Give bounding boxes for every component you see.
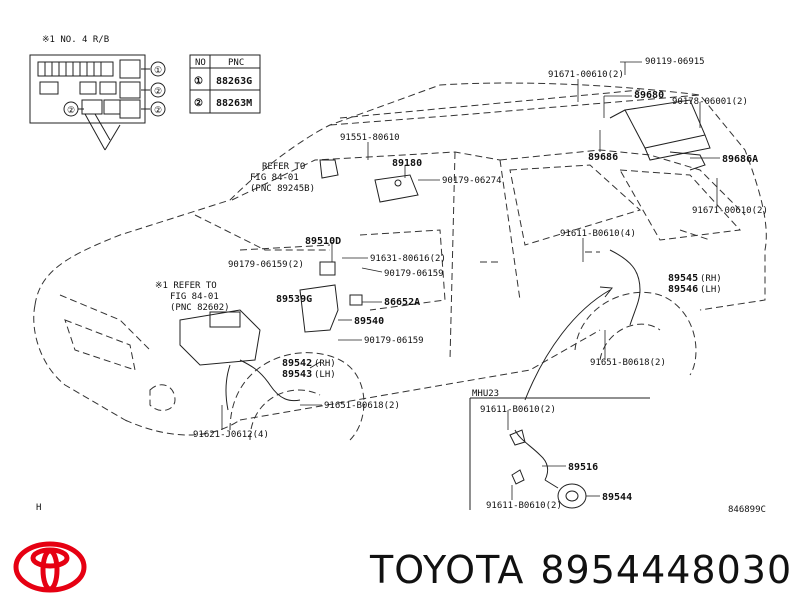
refer-note-line: REFER TO — [262, 162, 305, 172]
callout-label: 91651-B0618(2) — [590, 358, 666, 368]
callout-label: 89544 — [602, 492, 632, 503]
callout-label: 89545 — [668, 273, 698, 284]
pnc-table-header-pnc: PNC — [228, 58, 244, 68]
diagram-code: 846899C — [728, 505, 766, 515]
refer-note-line: (PNC 89245B) — [250, 184, 315, 194]
relay-marker: ② — [154, 106, 162, 116]
toyota-logo-icon — [13, 541, 87, 593]
leader-lines — [221, 61, 720, 500]
vehicle-outline — [33, 82, 767, 441]
callout-label: (RH) — [314, 359, 336, 369]
callout-label: 91671-00610(2) — [692, 206, 768, 216]
actuator-drawing — [179, 261, 363, 366]
callout-label: 91611-B0610(2) — [480, 405, 556, 415]
inset-drawing — [469, 397, 650, 510]
callout-label: 89540 — [354, 316, 384, 327]
callout-label: 90179-06159(2) — [228, 260, 304, 270]
callout-label: 91611-B0610(2) — [486, 501, 562, 511]
callout-label: 90178-06001(2) — [672, 97, 748, 107]
callout-label: 91651-B0618(2) — [324, 401, 400, 411]
refer-note-line: ※1 REFER TO — [155, 281, 217, 291]
sensor-drawing — [319, 159, 419, 203]
callout-label: 89180 — [392, 158, 422, 169]
callout-label: 90179-06159 — [384, 269, 444, 279]
callout-label: 86652A — [384, 297, 420, 308]
rear-sensor-wire — [609, 249, 641, 326]
callout-label: 91621-J0612(4) — [193, 430, 269, 440]
callout-label: 90179-06159 — [364, 336, 424, 346]
callout-label: 89543 — [282, 369, 312, 380]
callout-label: 91551-80610 — [340, 133, 400, 143]
callout-label: 89686 — [588, 152, 618, 163]
front-sensor-wire — [239, 359, 301, 402]
arrow-line — [524, 289, 611, 401]
callout-label: 91631-80616(2) — [370, 254, 446, 264]
relay-marker: ② — [154, 87, 162, 97]
brand-name: TOYOTA — [370, 548, 525, 592]
relay-block-note: ※1 NO. 4 R/B — [42, 35, 109, 45]
refer-note-line: FIG 84-01 — [170, 292, 219, 302]
callout-label: 91611-B0610(4) — [560, 229, 636, 239]
relay-block-drawing — [29, 54, 166, 151]
pnc-table-row-no: ① — [194, 76, 203, 87]
corner-mark: H — [36, 503, 41, 513]
relay-marker: ① — [154, 66, 162, 76]
diagram-canvas: ※1 NO. 4 R/B NO PNC ① 88263G ② 88263M ① … — [29, 35, 768, 515]
callout-label: 89542 — [282, 358, 312, 369]
callout-label: (LH) — [314, 370, 336, 380]
pnc-table-row-no: ② — [194, 98, 203, 109]
callout-label: 89539G — [276, 294, 312, 305]
inset-label: MHU23 — [472, 389, 499, 399]
callout-label: 89516 — [568, 462, 598, 473]
front-sensor-wire-2 — [225, 364, 231, 411]
pnc-table-header-no: NO — [195, 58, 206, 68]
callout-label: 89546 — [668, 284, 698, 295]
refer-note-line: (PNC 82602) — [170, 303, 230, 313]
arrow-head — [599, 286, 613, 298]
pnc-table-row-pnc: 88263G — [216, 76, 252, 87]
refer-note-line: FIG 84-01 — [250, 173, 299, 183]
relay-marker: ② — [67, 106, 75, 116]
ecu-drawing — [609, 99, 711, 171]
callout-label: 89686A — [722, 154, 758, 165]
callout-label: 89680 — [634, 90, 664, 101]
pnc-table-drawing — [189, 54, 261, 114]
callout-label: (LH) — [700, 285, 722, 295]
brand-line: TOYOTA 8954448030 — [370, 548, 800, 592]
part-number: 8954448030 — [540, 548, 793, 592]
callout-label: 90179-06274 — [442, 176, 502, 186]
callout-label: 90119-06915 — [645, 57, 705, 67]
callout-label: 91671-00610(2) — [548, 70, 624, 80]
callout-label: (RH) — [700, 274, 722, 284]
callout-label: 89510D — [305, 236, 341, 247]
pnc-table-row-pnc: 88263M — [216, 98, 252, 109]
